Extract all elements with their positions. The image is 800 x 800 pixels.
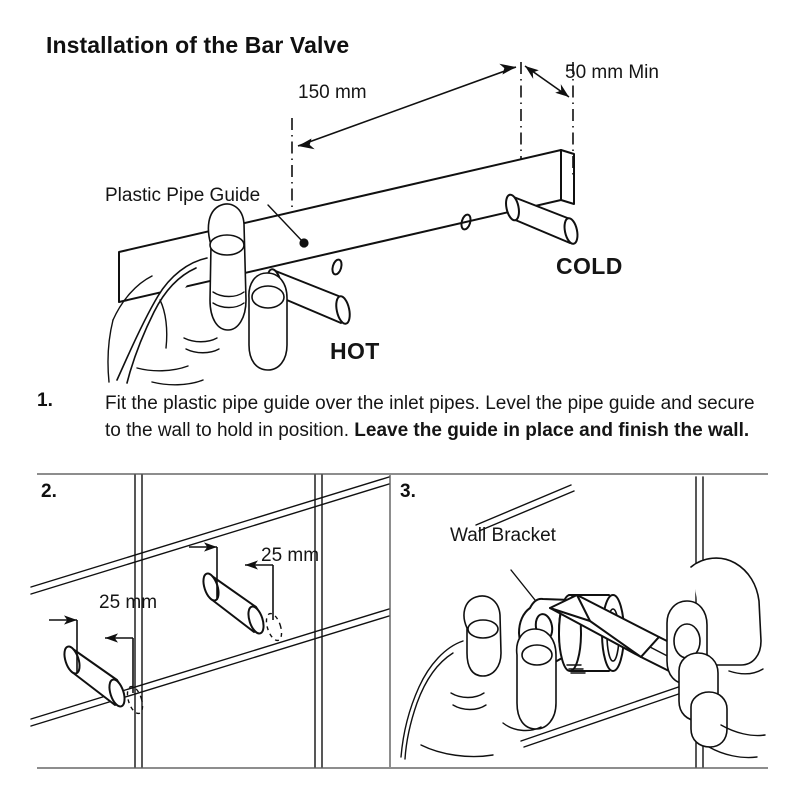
right-pipe-cut-outline [265,612,283,642]
hot-label: HOT [330,338,380,364]
guide-hole-right [460,213,472,231]
dimension-label-50mm-min: 50 mm Min [565,62,659,83]
panel-rule-bottom [37,767,768,769]
step-2-number: 2. [41,481,57,502]
fingernail-index [209,234,245,256]
fingernail-left-index [467,619,499,639]
cold-label: COLD [556,253,623,279]
knuckle-crease-index-2 [212,302,245,309]
knuckle-crease-index [212,291,245,298]
dimension-label-25mm-right: 25 mm [261,545,320,566]
tile-grid [30,474,390,768]
dimension-25mm-left [49,615,134,693]
left-pipe [63,645,144,715]
page-title: Installation of the Bar Valve [46,32,350,58]
wall-bracket-leader [510,569,540,606]
dimension-25mm-right [189,542,274,620]
step-2-illustration [30,474,390,768]
main-figure-illustration [107,62,579,386]
fingernail-left-middle [521,644,553,666]
step-1-text-part-2: . [743,420,750,441]
left-pipe-cut-outline [126,685,144,715]
guide-hole-left [331,258,343,276]
step-3-number: 3. [400,481,416,502]
dimension-arrow-50mm [524,65,570,98]
dimension-arrow-150mm [297,63,517,150]
right-pipe [202,572,283,642]
hand-illustration [107,203,288,386]
wall-bracket-label: Wall Bracket [450,525,556,546]
fingernail-middle [251,285,285,309]
plastic-pipe-guide-leader [267,204,309,248]
step-1-text-part-1: Fit the plastic pipe guide over the inle… [105,393,755,441]
step-1-number: 1. [37,390,53,411]
step-1-text: Fit the plastic pipe guide over the inle… [105,390,765,444]
plastic-pipe-guide-label: Plastic Pipe Guide [105,185,261,206]
dimension-label-150mm: 150 mm [298,82,367,103]
panel-rule-top [37,473,768,475]
dimension-label-25mm-left: 25 mm [99,592,158,613]
left-hand [400,595,557,760]
cold-pipe-stub [505,193,579,245]
step-1-text-emphasis: Leave the guide in place and finish the … [354,420,744,441]
panel-rule-divider [389,473,391,769]
right-hand [666,557,766,759]
step-3-illustration [400,476,766,768]
